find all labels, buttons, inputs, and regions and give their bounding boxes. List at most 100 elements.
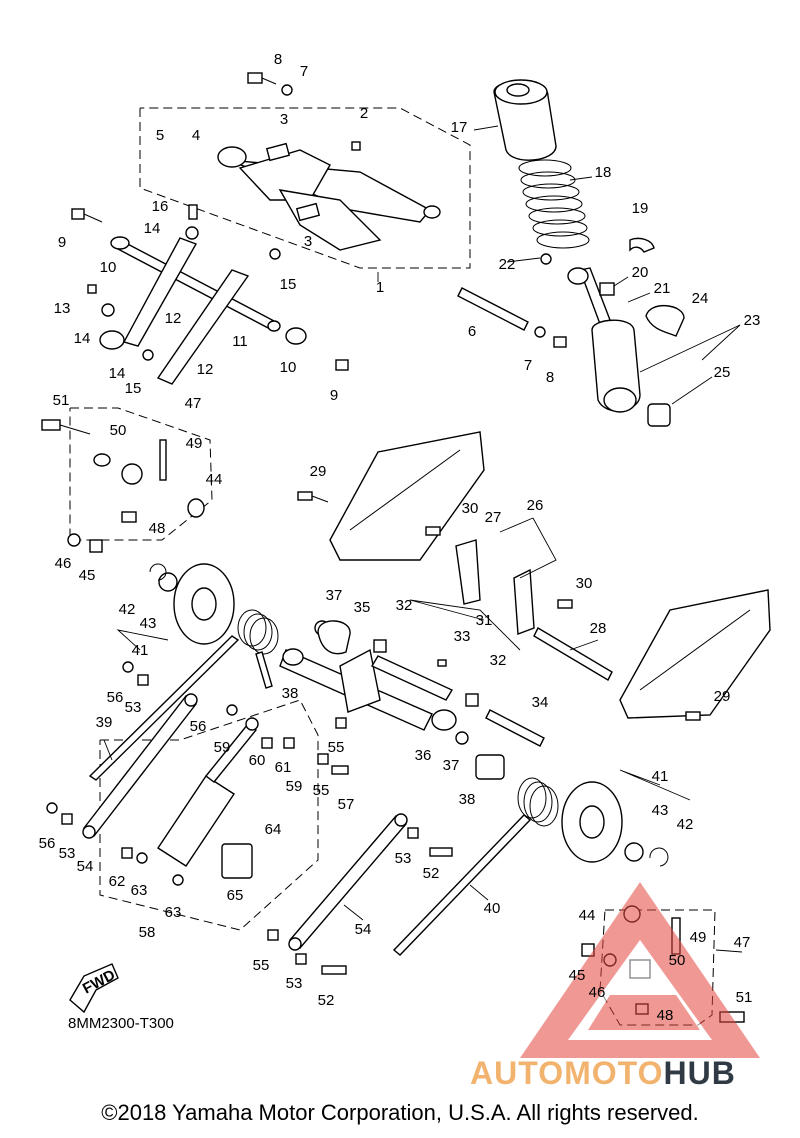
callout-60: 60 <box>249 752 266 769</box>
callout-58: 58 <box>139 924 156 941</box>
callout-57: 57 <box>338 796 355 813</box>
callout-6: 6 <box>468 323 476 340</box>
fwd-arrow-icon: FWD <box>69 963 119 1014</box>
callout-19: 19 <box>632 200 649 217</box>
callout-64: 64 <box>265 821 282 838</box>
callout-55: 55 <box>253 957 270 974</box>
torsion-spring-right <box>392 777 559 956</box>
pivot-shaft <box>279 620 545 780</box>
callout-10: 10 <box>280 359 297 376</box>
callout-56: 56 <box>39 835 56 852</box>
callout-41: 41 <box>652 768 669 785</box>
automotohub-logo <box>520 882 760 1058</box>
callout-7: 7 <box>524 357 532 374</box>
callout-51: 51 <box>736 989 753 1006</box>
callout-48: 48 <box>657 1007 674 1024</box>
callout-45: 45 <box>569 967 586 984</box>
callout-53: 53 <box>59 845 76 862</box>
callout-50: 50 <box>110 422 127 439</box>
callout-30: 30 <box>576 575 593 592</box>
callout-11: 11 <box>232 333 248 350</box>
callout-12: 12 <box>165 310 182 327</box>
callout-5: 5 <box>156 127 164 144</box>
link-arm-left <box>82 693 198 839</box>
callout-14: 14 <box>74 330 91 347</box>
callout-49: 49 <box>690 929 707 946</box>
callout-33: 33 <box>454 628 471 645</box>
callout-7: 7 <box>300 63 308 80</box>
assembly-outline-47-left <box>69 407 213 541</box>
assembly-outline-1 <box>139 107 471 269</box>
callout-22: 22 <box>499 256 516 273</box>
callout-51: 51 <box>53 392 70 409</box>
callout-42: 42 <box>677 816 694 833</box>
copyright-notice: ©2018 Yamaha Motor Corporation, U.S.A. A… <box>101 1100 699 1125</box>
callout-31: 31 <box>476 612 493 629</box>
callout-32: 32 <box>490 652 507 669</box>
callout-38: 38 <box>459 791 476 808</box>
callout-28: 28 <box>590 620 607 637</box>
watermark-part-1: AUTOMOTO <box>470 1055 664 1091</box>
callout-52: 52 <box>423 865 440 882</box>
callout-20: 20 <box>632 264 649 281</box>
callout-45: 45 <box>79 567 96 584</box>
callout-10: 10 <box>100 259 117 276</box>
cross-shaft-11 <box>99 236 307 385</box>
callout-13: 13 <box>54 300 71 317</box>
callout-62: 62 <box>109 873 126 890</box>
callout-46: 46 <box>55 555 72 572</box>
callout-53: 53 <box>395 850 412 867</box>
callout-16: 16 <box>152 198 169 215</box>
torsion-spring-left <box>88 609 279 781</box>
callout-29: 29 <box>310 463 327 480</box>
assembly-outline-58 <box>99 699 319 931</box>
callout-26: 26 <box>527 497 544 514</box>
callout-17: 17 <box>451 119 468 136</box>
callout-53: 53 <box>125 699 142 716</box>
callout-55: 55 <box>313 782 330 799</box>
callout-56: 56 <box>190 718 207 735</box>
bolts-top <box>71 72 567 371</box>
callout-32: 32 <box>396 597 413 614</box>
diagram-code: 8MM2300-T300 <box>68 1015 174 1032</box>
watermark-part-2: HUB <box>663 1055 736 1091</box>
callout-18: 18 <box>595 164 612 181</box>
callout-37: 37 <box>326 587 343 604</box>
callout-12: 12 <box>197 361 214 378</box>
callout-48: 48 <box>149 520 166 537</box>
watermark-text: AUTOMOTOHUB <box>470 1055 736 1092</box>
callout-53: 53 <box>286 975 303 992</box>
rear-shock-absorber <box>493 79 685 427</box>
callout-3: 3 <box>280 111 288 128</box>
callout-46: 46 <box>589 984 606 1001</box>
slide-rail-right <box>619 589 771 719</box>
callout-63: 63 <box>165 904 182 921</box>
callout-15: 15 <box>125 380 142 397</box>
link-arm-right <box>288 813 408 951</box>
callout-24: 24 <box>692 290 709 307</box>
callout-41: 41 <box>132 642 149 659</box>
callout-1: 1 <box>376 279 384 296</box>
callout-55: 55 <box>328 739 345 756</box>
callout-15: 15 <box>280 276 297 293</box>
callout-8: 8 <box>274 51 282 68</box>
callout-54: 54 <box>355 921 372 938</box>
slide-rail-left <box>329 431 485 561</box>
callout-43: 43 <box>140 615 157 632</box>
callout-43: 43 <box>652 802 669 819</box>
callout-25: 25 <box>714 364 731 381</box>
shaft-6 <box>457 287 529 331</box>
callout-9: 9 <box>58 234 66 251</box>
callout-9: 9 <box>330 387 338 404</box>
callout-49: 49 <box>186 435 203 452</box>
callout-65: 65 <box>227 887 244 904</box>
callout-47: 47 <box>185 395 202 412</box>
front-arm-bracket <box>455 539 613 681</box>
callout-47: 47 <box>734 934 751 951</box>
callout-27: 27 <box>485 509 502 526</box>
callout-23: 23 <box>744 312 761 329</box>
rear-arm-assembly <box>217 141 441 251</box>
callout-56: 56 <box>107 689 124 706</box>
callout-40: 40 <box>484 900 501 917</box>
